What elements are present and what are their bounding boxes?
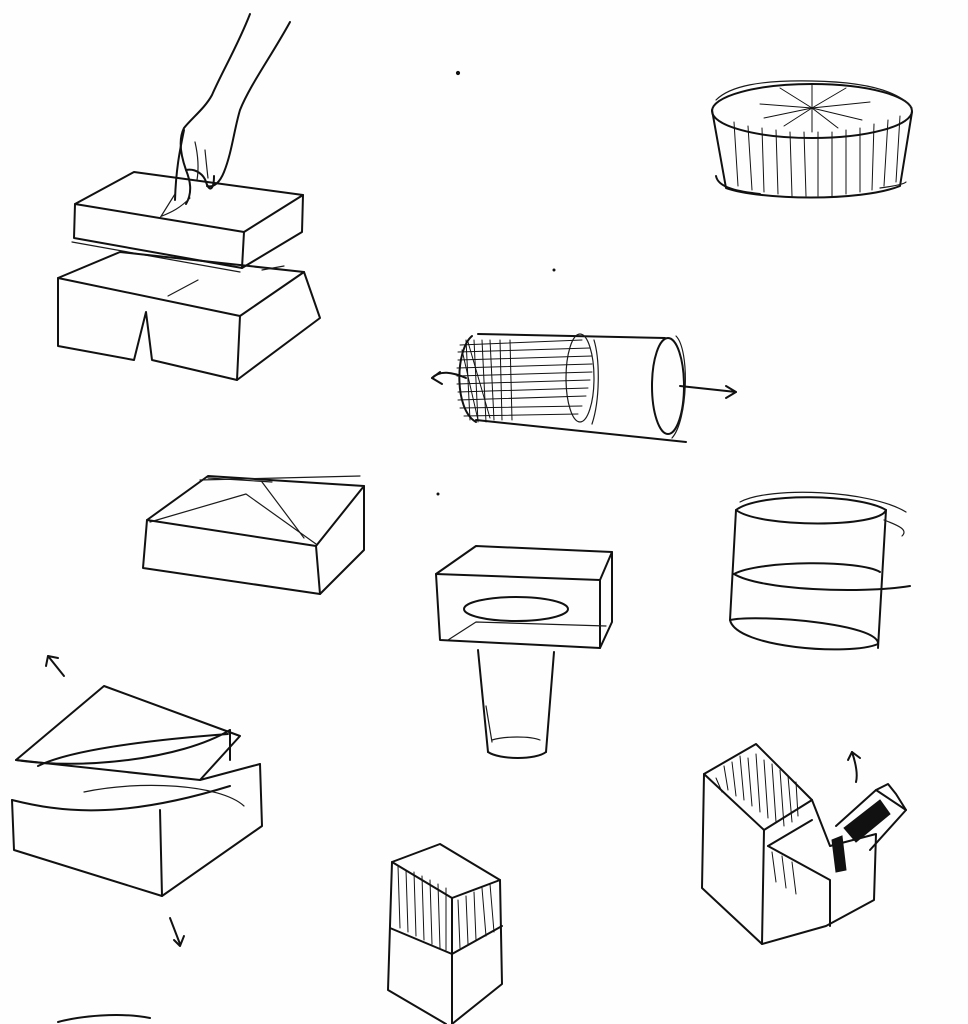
arrow-up-left-icon: [47, 655, 65, 677]
box-icon: [701, 743, 907, 945]
ink-dot: [455, 70, 461, 76]
ink-dot: [552, 268, 556, 272]
folded-flap-box: [142, 475, 365, 595]
cylinder-icon: [729, 491, 911, 651]
box-icon: [142, 475, 365, 595]
box-with-tear-strip: [701, 743, 907, 945]
box-on-cup: [435, 545, 613, 759]
rotating-cylinder: [431, 333, 737, 443]
banded-cylinder: [729, 491, 911, 651]
cylinder-icon: [431, 333, 737, 443]
hand-pressing-box-lid: [57, 13, 321, 381]
opening-lid-box: [11, 655, 263, 947]
arrow-down-icon: [169, 917, 181, 945]
partial-sketch: [57, 1014, 151, 1023]
arrow-up-icon: [851, 751, 858, 783]
tall-box-with-lid: [387, 843, 503, 1024]
ink-dot: [436, 492, 440, 496]
hand-icon: [161, 13, 291, 217]
cup-icon: [477, 649, 555, 759]
arrow-head: [173, 935, 185, 947]
box-icon: [435, 545, 613, 649]
arrow-head: [847, 751, 861, 761]
box-icon: [387, 843, 503, 1024]
ribbed-round-container: [711, 80, 913, 199]
tub-icon: [711, 80, 913, 199]
box-icon: [11, 685, 263, 897]
arrow-head: [45, 655, 59, 667]
